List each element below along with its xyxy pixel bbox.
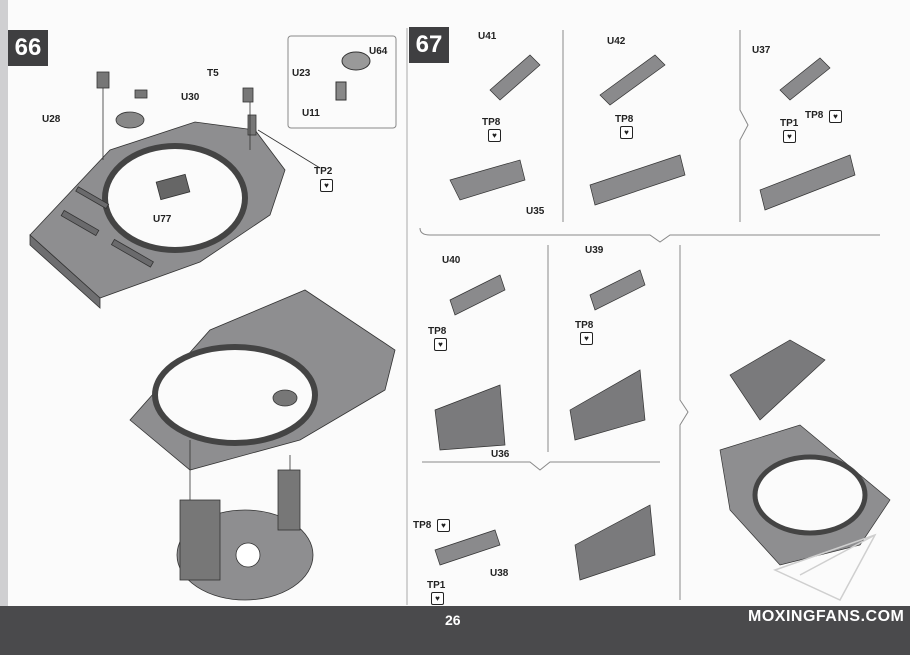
hull-lower-illustration bbox=[129, 289, 396, 601]
label-tp8-f: TP8 bbox=[413, 520, 432, 531]
label-u11: U11 bbox=[302, 108, 320, 119]
watermark-text: MOXINGFANS.COM bbox=[748, 608, 905, 625]
label-u42: U42 bbox=[607, 36, 626, 47]
step-number-66: 66 bbox=[8, 30, 48, 66]
label-u23: U23 bbox=[292, 68, 311, 79]
label-t5: T5 bbox=[207, 68, 219, 79]
label-u36: U36 bbox=[491, 449, 510, 460]
detail-inset bbox=[287, 35, 397, 129]
page-number: 26 bbox=[445, 612, 461, 628]
label-tp8-a: TP8 bbox=[482, 117, 501, 128]
glue-icon: ♥ bbox=[620, 126, 633, 139]
label-tp1-a: TP1 bbox=[780, 118, 799, 129]
label-tp8-b: TP8 bbox=[615, 114, 634, 125]
small-parts-66 bbox=[96, 71, 321, 169]
glue-icon: ♥ bbox=[580, 332, 593, 345]
label-tp2: TP2 bbox=[314, 166, 333, 177]
label-u39: U39 bbox=[585, 245, 604, 256]
label-u35: U35 bbox=[526, 206, 545, 217]
label-u41: U41 bbox=[478, 31, 497, 42]
step67-sections bbox=[419, 30, 880, 600]
rocket-pack-illustrations bbox=[434, 54, 891, 581]
label-tp1-b: TP1 bbox=[427, 580, 446, 591]
glue-icon: ♥ bbox=[320, 179, 333, 192]
label-u30: U30 bbox=[181, 92, 200, 103]
u23-part bbox=[335, 81, 347, 101]
label-u64: U64 bbox=[369, 46, 388, 57]
glue-icon: ♥ bbox=[434, 338, 447, 351]
label-u40: U40 bbox=[442, 255, 461, 266]
footer-bar bbox=[0, 606, 910, 655]
hull-upper-illustration bbox=[29, 121, 286, 309]
label-tp8-c: TP8 bbox=[805, 110, 824, 121]
glue-icon: ♥ bbox=[431, 592, 444, 605]
label-tp8-e: TP8 bbox=[575, 320, 594, 331]
glue-icon: ♥ bbox=[488, 129, 501, 142]
label-u77: U77 bbox=[153, 214, 172, 225]
glue-icon: ♥ bbox=[829, 110, 842, 123]
watermark-logo bbox=[773, 533, 877, 601]
page-edge bbox=[0, 0, 8, 655]
step-number-67: 67 bbox=[409, 27, 449, 63]
glue-icon: ♥ bbox=[783, 130, 796, 143]
label-tp8-d: TP8 bbox=[428, 326, 447, 337]
label-u38: U38 bbox=[490, 568, 509, 579]
glue-icon: ♥ bbox=[437, 519, 450, 532]
label-u37: U37 bbox=[752, 45, 771, 56]
label-u28: U28 bbox=[42, 114, 61, 125]
u64-part bbox=[341, 51, 371, 71]
